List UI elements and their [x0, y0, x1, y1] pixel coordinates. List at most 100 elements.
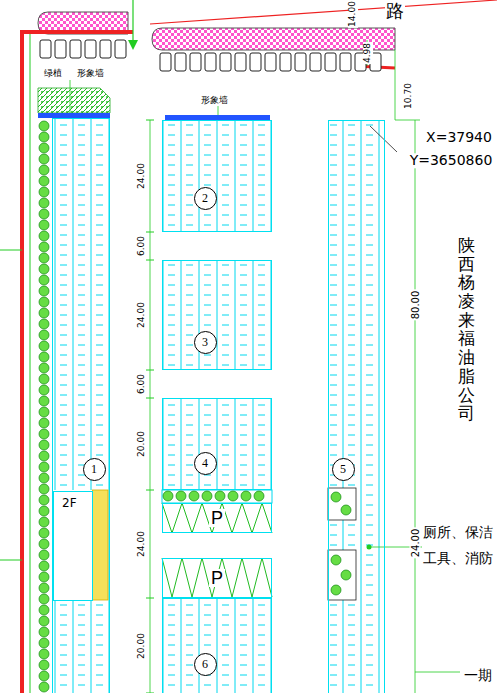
parking-stall: [100, 40, 111, 58]
tree-symbol: [241, 491, 251, 501]
tree-symbol: [39, 319, 49, 329]
tree-symbol: [39, 253, 49, 263]
note-text: X=37940: [425, 130, 493, 145]
parking-stall: [205, 53, 216, 71]
tree-symbol: [39, 671, 49, 681]
tree-symbol: [39, 176, 49, 186]
tree-symbol: [39, 473, 49, 483]
tree-symbol: [39, 484, 49, 494]
dimension-text: 24.00: [410, 528, 421, 559]
tree-symbol: [39, 154, 49, 164]
tree-symbol: [39, 572, 49, 582]
tree-symbol: [39, 407, 49, 417]
tree-symbol: [202, 491, 212, 501]
tree-symbol: [39, 363, 49, 373]
parking-stall: [220, 53, 231, 71]
tree-symbol: [39, 418, 49, 428]
dimension-tick: [146, 490, 154, 491]
building-block: 4: [162, 398, 272, 490]
tree-symbol: [215, 491, 225, 501]
tree-symbol: [39, 341, 49, 351]
note-text: 绿植: [43, 69, 63, 79]
building-block: 12F: [52, 118, 110, 693]
tree-symbol: [341, 570, 351, 580]
dimension-text: 20.00: [137, 632, 147, 660]
parking-stall: [340, 53, 351, 71]
dimension-text: 80.00: [410, 290, 421, 321]
dimension-tick: [146, 398, 154, 399]
tree-symbol: [39, 209, 49, 219]
building-block: 2: [162, 120, 272, 232]
parking-stall: [235, 53, 246, 71]
tree-symbol: [39, 440, 49, 450]
dimension-tick: [146, 370, 154, 371]
tree-symbol: [39, 352, 49, 362]
dimension-tick: [146, 232, 154, 233]
tree-symbol: [39, 231, 49, 241]
dimension-text: 24.00: [137, 162, 147, 190]
dimension-text: 24.00: [137, 301, 147, 329]
tree-symbol: [39, 187, 49, 197]
company-name: 陕西杨凌来福油脂公司: [458, 236, 475, 423]
tree-symbol: [189, 491, 199, 501]
parking-stall: [265, 53, 276, 71]
tree-symbol: [39, 429, 49, 439]
tree-symbol: [39, 451, 49, 461]
tree-symbol: [39, 143, 49, 153]
tree-symbol: [39, 286, 49, 296]
tree-symbol: [39, 528, 49, 538]
parking-stall: [295, 53, 306, 71]
tree-symbol: [39, 220, 49, 230]
note-text: 形象墙: [76, 69, 105, 79]
dimension-tick: [146, 598, 154, 599]
tree-symbol: [39, 550, 49, 560]
tree-symbol: [331, 585, 341, 595]
dimension-text: 10.70: [404, 82, 414, 110]
callout-number: 4: [194, 452, 217, 475]
tree-symbol: [341, 505, 351, 515]
note-text: 形象墙: [200, 96, 229, 106]
tree-symbol: [39, 638, 49, 648]
tree-symbol: [39, 495, 49, 505]
parking-stall: [115, 40, 126, 58]
parking-stall: [70, 40, 81, 58]
parking-area: P: [162, 503, 272, 533]
parking-area: P: [162, 558, 272, 598]
parking-stall: [55, 40, 66, 58]
tree-symbol: [39, 374, 49, 384]
parking-stall: [280, 53, 291, 71]
tree-symbol: [254, 491, 264, 501]
tree-symbol: [176, 491, 186, 501]
tree-symbol: [39, 583, 49, 593]
dimension-tick: [146, 120, 154, 121]
tree-symbol: [39, 198, 49, 208]
parking-stall: [40, 40, 51, 58]
tree-symbol: [39, 605, 49, 615]
tree-symbol: [39, 132, 49, 142]
parking-stall: [175, 53, 186, 71]
tree-symbol: [39, 308, 49, 318]
building-block: 5: [328, 120, 385, 693]
tree-symbol: [39, 660, 49, 670]
tree-symbol: [39, 165, 49, 175]
dimension-text: 24.00: [137, 530, 147, 558]
parking-stall: [310, 53, 321, 71]
dimension-text: 6.00: [137, 235, 147, 257]
parking-stall: [325, 53, 336, 71]
tree-symbol: [39, 385, 49, 395]
dimension-text: 20.00: [137, 430, 147, 458]
area-label: P: [209, 569, 225, 587]
building-block: 6: [162, 598, 272, 693]
tree-symbol: [39, 561, 49, 571]
note-text: 厕所、保洁: [422, 525, 494, 540]
tree-symbol: [39, 396, 49, 406]
tree-symbol: [331, 555, 341, 565]
tree-symbol: [39, 330, 49, 340]
tree-symbol: [39, 264, 49, 274]
note-text: Y=3650860: [409, 153, 494, 168]
parking-stall: [85, 40, 96, 58]
tree-symbol: [39, 506, 49, 516]
callout-number: 1: [83, 458, 106, 481]
tree-symbol: [228, 491, 238, 501]
floor-zone: 2F: [53, 491, 93, 601]
